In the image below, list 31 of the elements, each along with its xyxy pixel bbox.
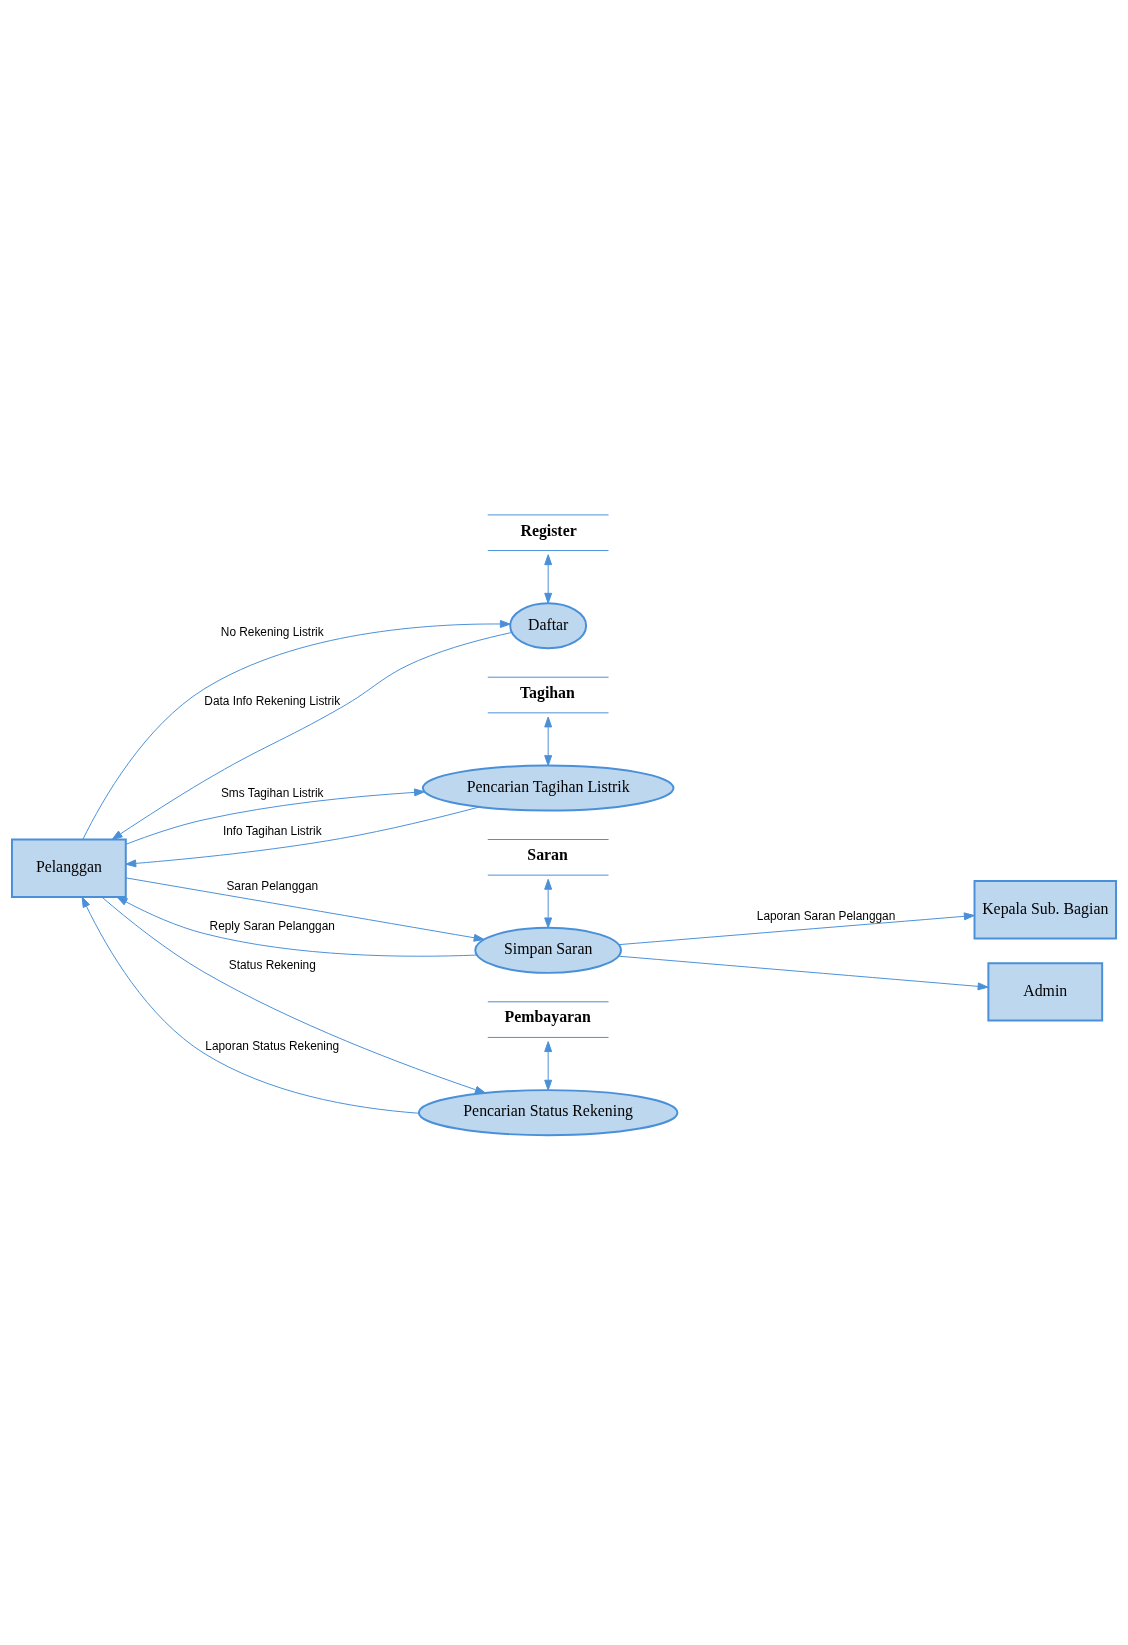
edge-label: Saran Pelanggan xyxy=(226,878,319,893)
edge-label: No Rekening Listrik xyxy=(220,624,324,639)
edge-label: Data Info Rekening Listrik xyxy=(204,693,341,708)
arrow xyxy=(116,896,478,957)
arrow xyxy=(81,896,420,1114)
arrow xyxy=(544,1040,553,1091)
arrow xyxy=(618,955,989,990)
edge-label: Reply Saran Pelanggan xyxy=(209,918,335,933)
arrow xyxy=(125,805,481,867)
node-text: Tagihan xyxy=(519,683,575,701)
arrow xyxy=(618,911,975,945)
arrow xyxy=(544,716,553,766)
edge-label: Info Tagihan Listrik xyxy=(222,823,322,838)
node-text: Pembayaran xyxy=(504,1007,591,1025)
edge-label: Laporan Status Rekening xyxy=(205,1038,340,1053)
arrow xyxy=(544,553,553,604)
edge-label: Sms Tagihan Listrik xyxy=(220,785,324,800)
arrow xyxy=(544,878,553,928)
edge-label: Laporan Saran Pelanggan xyxy=(756,908,896,923)
arrow xyxy=(125,876,485,942)
node-box: Admin xyxy=(987,961,1104,1022)
node-text: Register xyxy=(520,521,577,538)
node-ellipse: Pencarian Status Rekening xyxy=(417,1088,679,1136)
node-ellipse: Pencarian Tagihan Listrik xyxy=(421,764,675,812)
arrow xyxy=(101,896,486,1094)
node-ellipse: Daftar xyxy=(509,601,588,649)
arrow xyxy=(125,787,425,845)
edge-label: Status Rekening xyxy=(228,957,316,972)
node-box: Kepala Sub. Bagian xyxy=(973,879,1117,939)
node-box: Pelanggan xyxy=(11,838,127,898)
node-text: Saran xyxy=(527,845,568,863)
